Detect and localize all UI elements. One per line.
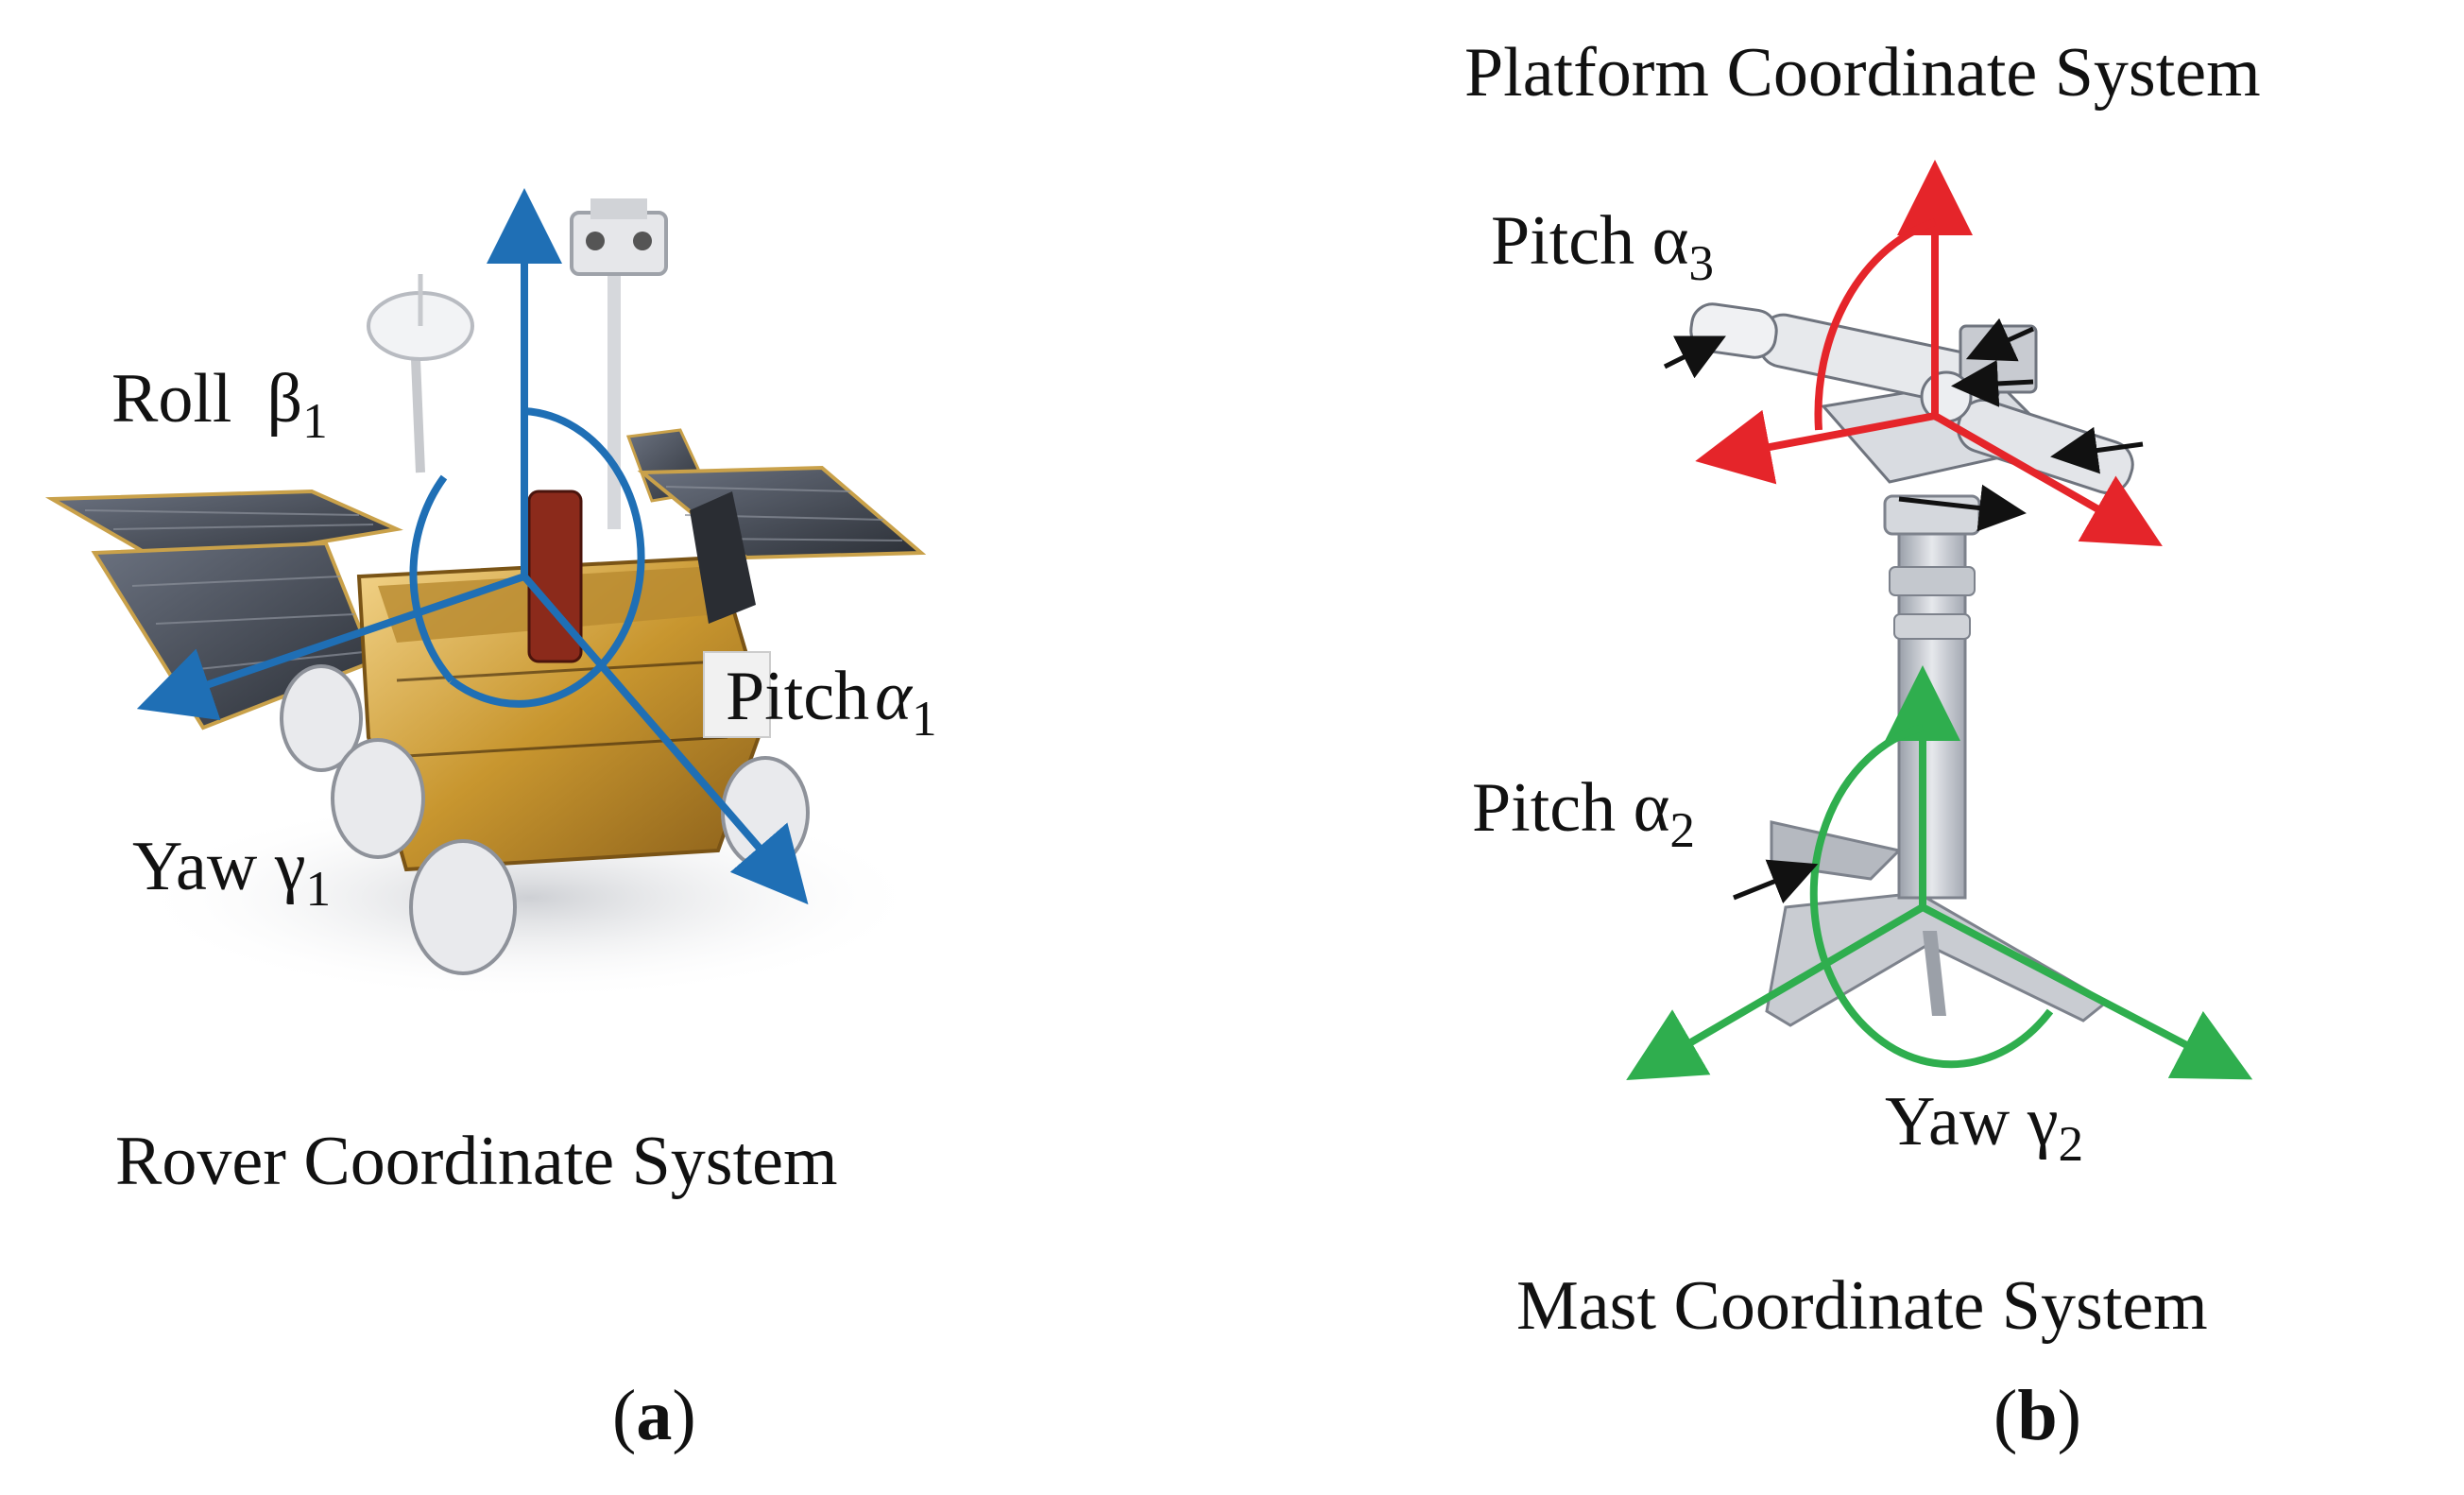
label-pitch-word: Pitch	[726, 658, 870, 735]
label-pitch3-symbol: α	[1651, 202, 1689, 280]
label-yaw-subscript: 1	[305, 861, 332, 918]
label-pitch3-word: Pitch	[1491, 202, 1635, 280]
rover-body	[356, 490, 771, 872]
rover-antenna	[367, 274, 474, 473]
rover-axes	[136, 188, 809, 905]
panel-tag-b-close: )	[2057, 1376, 2081, 1455]
mast-left-axis	[1626, 903, 1925, 1081]
platform-right-axis	[1933, 412, 2163, 546]
rover-right-axis	[521, 574, 809, 905]
rover-rotation-arc-inner	[409, 474, 454, 683]
label-pitch2-word: Pitch	[1472, 769, 1617, 847]
label-yaw-symbol: γ	[274, 828, 306, 905]
label-roll-symbol: β	[266, 360, 303, 438]
label-yaw-gamma2: Yaw γ2	[1885, 1087, 2083, 1169]
rover-rotation-arc	[449, 407, 645, 708]
panel-tag-b-letter: b	[2017, 1376, 2058, 1455]
pointer-arrow	[1965, 318, 2035, 362]
panel-tag-b: (b)	[1993, 1380, 2081, 1452]
label-pitch3-subscript: 3	[1688, 235, 1715, 292]
panel-tag-b-open: (	[1993, 1376, 2018, 1455]
label-roll-word: Roll	[111, 360, 232, 438]
mast-right-axis	[1921, 903, 2253, 1080]
label-roll-subscript: 1	[302, 393, 328, 450]
label-yaw-gamma1: Yaw γ1	[132, 832, 331, 914]
rover-camera-mast	[570, 198, 668, 529]
label-yaw2-subscript: 2	[2058, 1116, 2084, 1173]
label-pitch-symbol: α	[875, 658, 912, 735]
pointer-arrow	[1733, 859, 1819, 904]
pointer-arrow	[1898, 484, 2027, 532]
label-pitch-alpha3: Pitch α3	[1491, 206, 1714, 288]
caption-rover-coordinate-system: Rover Coordinate System	[115, 1123, 838, 1200]
caption-mast-coordinate-system: Mast Coordinate System	[1516, 1267, 2208, 1345]
platform-left-axis	[1695, 409, 1936, 485]
pointer-arrow	[2050, 426, 2144, 474]
rover-solar-wing-right	[625, 428, 927, 560]
pointer-arrows	[1663, 318, 2144, 904]
label-pitch2-symbol: α	[1633, 769, 1670, 847]
panel-tag-a-letter: a	[636, 1376, 673, 1455]
panel-tag-a-close: )	[672, 1376, 696, 1455]
caption-platform-coordinate-system: Platform Coordinate System	[1464, 34, 2261, 112]
label-yaw2-word: Yaw	[1885, 1083, 2011, 1160]
mast-rotation-arc	[1809, 724, 2054, 1069]
mast-axes	[1626, 665, 2253, 1081]
rover-illustration	[44, 198, 927, 1002]
label-yaw-word: Yaw	[132, 828, 258, 905]
label-pitch-subscript: 1	[911, 691, 937, 748]
pointer-arrow	[1951, 359, 2034, 407]
rover-left-axis	[136, 573, 526, 721]
platform-rotation-arc	[1814, 218, 1937, 431]
platform-axes	[1695, 160, 2163, 546]
label-pitch2-subscript: 2	[1669, 802, 1696, 859]
label-yaw2-symbol: γ	[2027, 1083, 2059, 1160]
label-pitch-alpha2: Pitch α2	[1472, 773, 1695, 855]
panel-tag-a-open: (	[612, 1376, 637, 1455]
panel-tag-a: (a)	[612, 1380, 696, 1452]
pointer-arrow	[1663, 335, 1726, 379]
label-roll: Roll β1	[111, 364, 328, 446]
label-pitch-alpha1: Pitchα1	[726, 662, 937, 744]
